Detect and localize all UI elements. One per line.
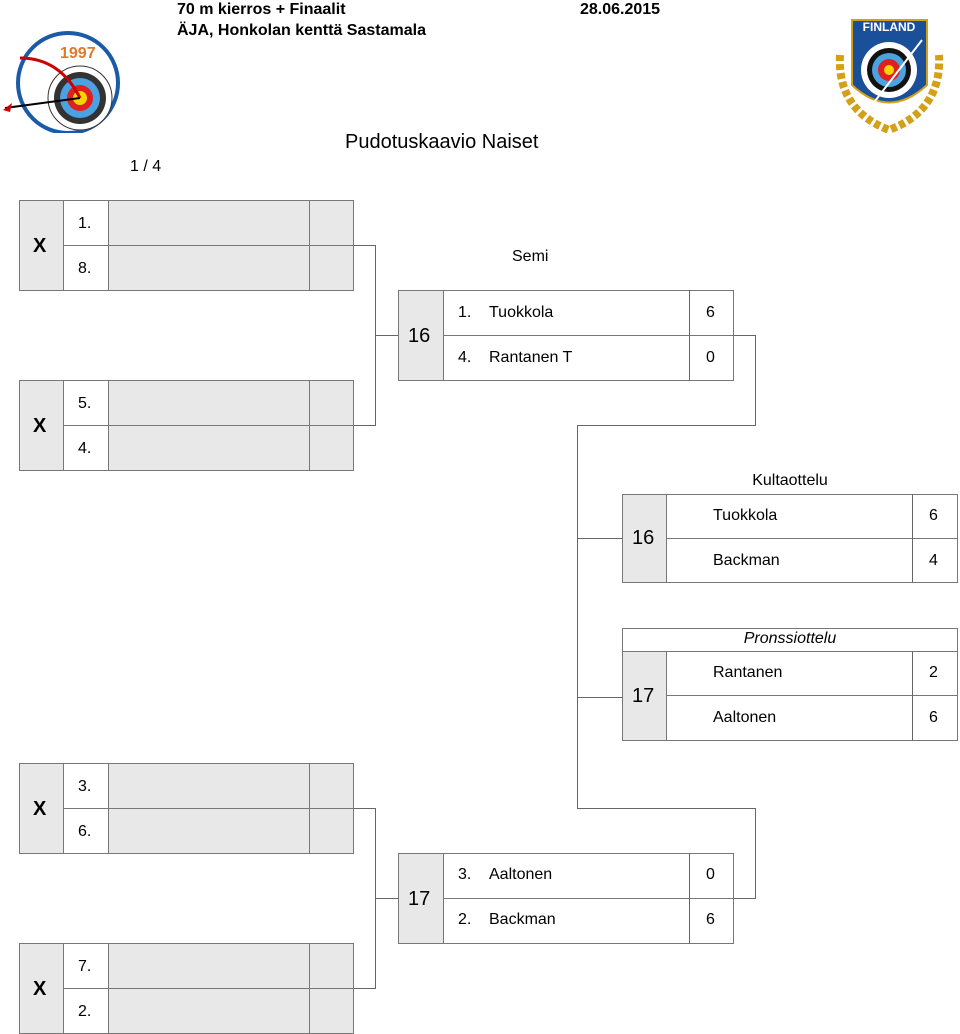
player-name: Rantanen T [489,349,573,366]
seed: 4. [78,440,92,457]
connector [375,898,376,989]
match-marker: X [33,415,47,437]
connector [734,335,756,336]
event-date: 28.06.2015 [580,1,661,18]
bronze-label: Pronssiottelu [743,630,837,647]
player-name: Tuokkola [713,507,778,524]
player-name: Tuokkola [489,304,554,321]
seed: 1. [458,304,472,321]
connector [375,808,376,899]
event-venue: ÄJA, Honkolan kenttä Sastamala [177,22,426,39]
seed: 8. [78,260,92,277]
event-title: 70 m kierros + Finaalit [177,1,346,18]
match-marker: X [33,978,47,1000]
connector [577,425,756,426]
connector [577,808,756,809]
seed: 7. [78,958,92,975]
connector [375,335,399,336]
player-name: Aaltonen [489,866,553,883]
player-name: Backman [489,911,556,928]
finland-archery-logo: FINLAND [835,19,944,133]
seed: 5. [78,395,92,412]
player-name: Backman [713,552,780,569]
connector [734,898,756,899]
player-name: Rantanen [713,664,783,681]
connector [375,335,376,426]
connector [354,988,376,989]
target-number: 16 [408,325,431,347]
connector [354,425,376,426]
seed: 1. [78,215,92,232]
club-logo: 1997 [3,31,120,133]
target-number: 16 [632,527,655,549]
score: 2 [929,664,938,681]
match-marker: X [33,798,47,820]
score: 6 [929,709,938,726]
connector [755,335,756,426]
connector [577,697,622,698]
connector [577,538,578,809]
connector [375,245,376,336]
seed: 3. [78,778,92,795]
seed: 2. [78,1003,92,1020]
match-marker: X [33,235,47,257]
connector [755,808,756,899]
connector [375,898,399,899]
gold-label: Kultaottelu [752,472,828,489]
round-label: 1 / 4 [130,158,162,175]
score: 0 [706,349,715,366]
score: 0 [706,866,715,883]
finland-label: FINLAND [863,20,916,34]
connector [354,245,376,246]
target-number: 17 [632,685,655,707]
club-logo-year: 1997 [60,45,96,62]
semi-label: Semi [512,248,549,265]
score: 6 [706,304,715,321]
score: 4 [929,552,938,569]
bracket-title: Pudotuskaavio Naiset [345,131,539,153]
player-name: Aaltonen [713,709,777,726]
score: 6 [706,911,715,928]
seed: 6. [78,823,92,840]
seed: 3. [458,866,472,883]
seed: 2. [458,911,472,928]
connector [577,538,622,539]
target-number: 17 [408,888,431,910]
score: 6 [929,507,938,524]
seed: 4. [458,349,472,366]
connector [354,808,376,809]
